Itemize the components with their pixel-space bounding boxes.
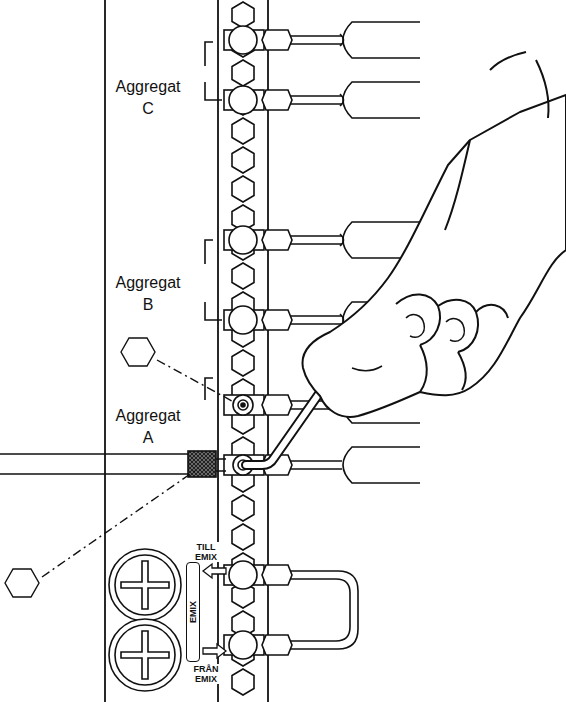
hand [303, 52, 566, 417]
flow-arrows [203, 564, 226, 658]
group-label: Aggregat A [112, 405, 184, 449]
valve [224, 26, 292, 54]
callout-hexagons [5, 338, 232, 597]
panel [105, 0, 268, 702]
group-label: Aggregat C [112, 76, 184, 120]
valve [224, 395, 292, 415]
flow-label: FRÅN EMIX [190, 664, 222, 684]
group-brackets [205, 42, 222, 400]
valve [224, 631, 292, 659]
flow-label: TILL EMIX [190, 542, 222, 562]
valve [224, 86, 292, 114]
emix-loop [290, 571, 358, 649]
pipe [290, 222, 420, 258]
valves [224, 26, 292, 659]
valve [224, 561, 292, 589]
group-label: Aggregat B [112, 272, 184, 316]
pipe [290, 22, 420, 58]
pipe [290, 447, 420, 483]
supply-pipe [0, 451, 226, 477]
plate-text: EMIX [188, 601, 198, 623]
valve [224, 226, 292, 254]
valve [224, 306, 292, 334]
emix-dials [109, 549, 181, 691]
pipe [290, 82, 420, 118]
emix-plate: EMIX [186, 562, 200, 662]
